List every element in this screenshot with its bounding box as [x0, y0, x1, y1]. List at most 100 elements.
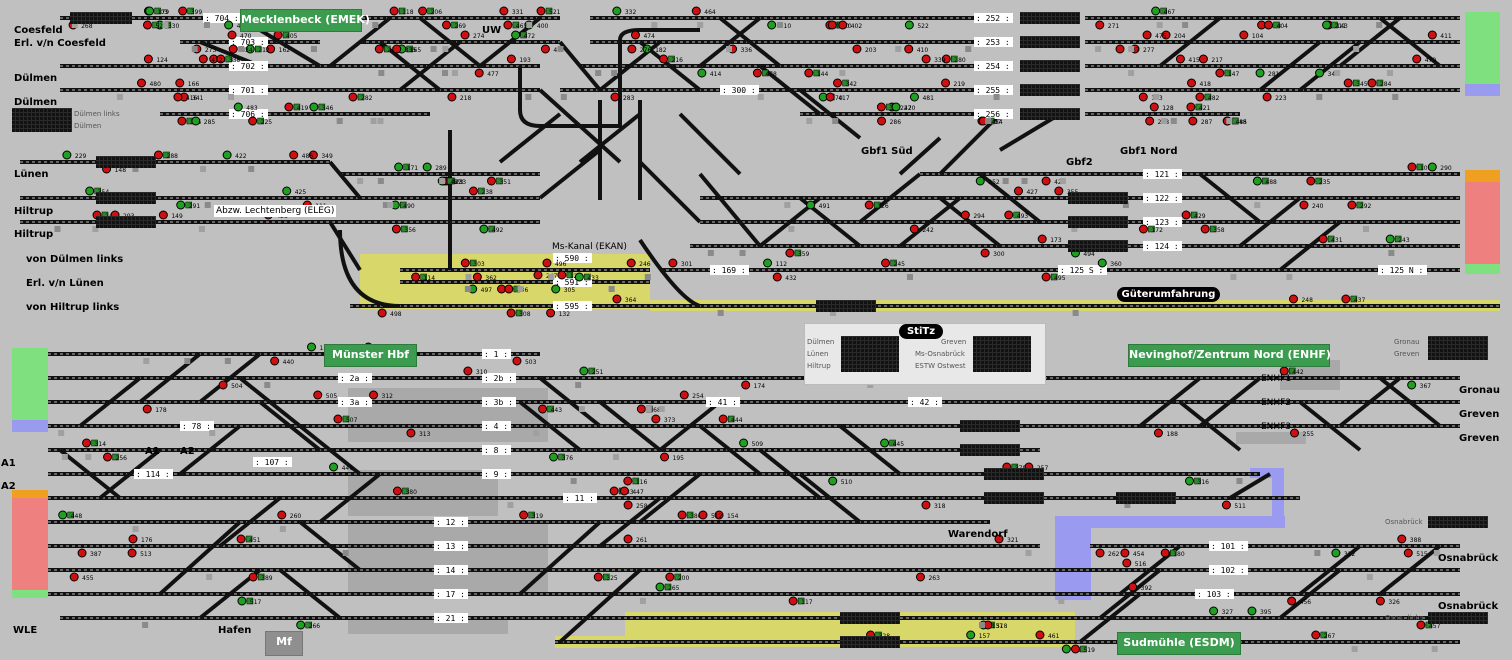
signal-label-464: 464: [704, 9, 716, 16]
signal-label-268: 268: [81, 23, 93, 30]
signal-265: [655, 582, 665, 592]
switch-marker-36: [279, 526, 286, 532]
display-esdm-2: [840, 636, 900, 648]
track-diagonal-45: [258, 400, 322, 452]
signal-aspect-266: [305, 621, 312, 629]
track-diagonal-41: [98, 448, 162, 500]
signal-178: [142, 404, 152, 414]
signal-338: [216, 54, 226, 64]
track-number-704: : 704 :: [205, 14, 239, 23]
signal-label-472: 472: [524, 33, 536, 40]
switch-marker-84: [978, 622, 985, 628]
switch-marker-59: [1226, 118, 1233, 124]
signal-aspect-314: [91, 439, 98, 447]
track-number-bg-38: [434, 589, 468, 599]
signal-aspect-126: [873, 201, 881, 209]
signal-label-292: 292: [1360, 203, 1372, 210]
track-number-bg-28: [482, 421, 511, 431]
signal-509: [739, 438, 749, 448]
signal-label-176: 176: [141, 537, 153, 544]
signal-label-286: 286: [890, 119, 902, 126]
signal-label-210: 210: [780, 23, 792, 30]
track-number-bg-10: [974, 109, 1013, 119]
signal-351: [486, 176, 496, 186]
signal-label-437: 437: [1354, 297, 1366, 304]
signal-label-482: 482: [1208, 95, 1220, 102]
signal-aspect-358: [1209, 225, 1217, 233]
track-number-bg-18: [553, 253, 592, 263]
platform-hbf-4: [348, 620, 508, 634]
signal-300: [980, 248, 990, 258]
signal-491: [806, 200, 816, 210]
signal-aspect-245: [890, 259, 897, 267]
switch-marker-28: [717, 310, 724, 316]
signal-label-368: 368: [649, 407, 661, 414]
track-diagonal-70: [1138, 376, 1202, 428]
signal-label-505: 505: [326, 393, 338, 400]
track-number-591: : 591 :: [555, 278, 589, 287]
signal-label-419: 419: [297, 105, 309, 112]
signal-481: [909, 92, 919, 102]
signal-label-446: 446: [342, 465, 354, 472]
track-number-bg-33: [134, 469, 173, 479]
signal-aspect-404: [1273, 21, 1280, 29]
switch-marker-63: [387, 202, 394, 208]
signal-261: [623, 534, 633, 544]
switch-marker-98: [757, 94, 764, 100]
signal-386: [677, 510, 687, 520]
track-number-bg-15: [1058, 265, 1107, 275]
signal-aspect-144: [813, 69, 821, 77]
label-a2b: A2: [180, 446, 195, 457]
track-number-bg-42: [1195, 589, 1234, 599]
signal-256: [103, 452, 113, 462]
signal-label-216: 216: [672, 57, 684, 64]
track-number-256: : 256 :: [976, 110, 1010, 119]
station-mf: Mf: [265, 631, 303, 656]
switch-marker-6: [895, 46, 902, 52]
signal-label-480: 480: [149, 81, 161, 88]
switch-marker-37: [342, 550, 349, 556]
signal-label-223: 223: [1275, 95, 1287, 102]
signal-label-336: 336: [741, 47, 753, 54]
track-number-13: : 13 :: [436, 542, 465, 551]
signal-486: [289, 150, 299, 160]
signal-287: [1188, 116, 1198, 126]
signal-aspect-114: [420, 273, 427, 281]
track-number-bg-1: [229, 37, 268, 47]
switch-marker-77: [570, 478, 577, 484]
track-diagonal-36: [1278, 220, 1342, 272]
switch-marker-114: [830, 310, 837, 316]
signal-label-204: 204: [1174, 33, 1186, 40]
signal-429: [1181, 210, 1191, 220]
track-number-101: : 101 :: [1211, 542, 1245, 551]
track-number-bg-11: [1143, 169, 1182, 179]
switch-marker-86: [71, 22, 78, 28]
signal-label-310: 310: [476, 369, 488, 376]
signal-aspect-485: [1232, 117, 1239, 125]
switch-marker-65: [198, 226, 205, 232]
signal-334: [228, 44, 238, 54]
signal-label-373: 373: [664, 417, 676, 424]
signal-label-486: 486: [302, 153, 314, 160]
signal-label-478: 478: [765, 71, 777, 78]
signal-510: [828, 476, 838, 486]
signal-label-195: 195: [673, 455, 685, 462]
signal-292: [1347, 200, 1357, 210]
signal-340: [1315, 68, 1325, 78]
switch-marker-106: [204, 202, 211, 208]
switch-marker-25: [906, 274, 913, 280]
track-number-bg-16: [1378, 265, 1427, 275]
switch-marker-112: [644, 274, 651, 280]
track-number-bg-31: [482, 469, 511, 479]
track-number-bg-8: [974, 61, 1013, 71]
signal-354: [85, 186, 95, 196]
signal-label-404: 404: [1277, 23, 1289, 30]
signal-label-193: 193: [519, 57, 531, 64]
signal-aspect-521: [545, 7, 553, 15]
signal-162: [266, 44, 276, 54]
track-number-bg-24: [338, 397, 372, 407]
signal-label-493: 493: [1017, 213, 1029, 220]
track-number-2a: : 2a :: [340, 374, 369, 383]
signal-label-266: 266: [309, 623, 321, 630]
signal-284: [1367, 78, 1377, 88]
